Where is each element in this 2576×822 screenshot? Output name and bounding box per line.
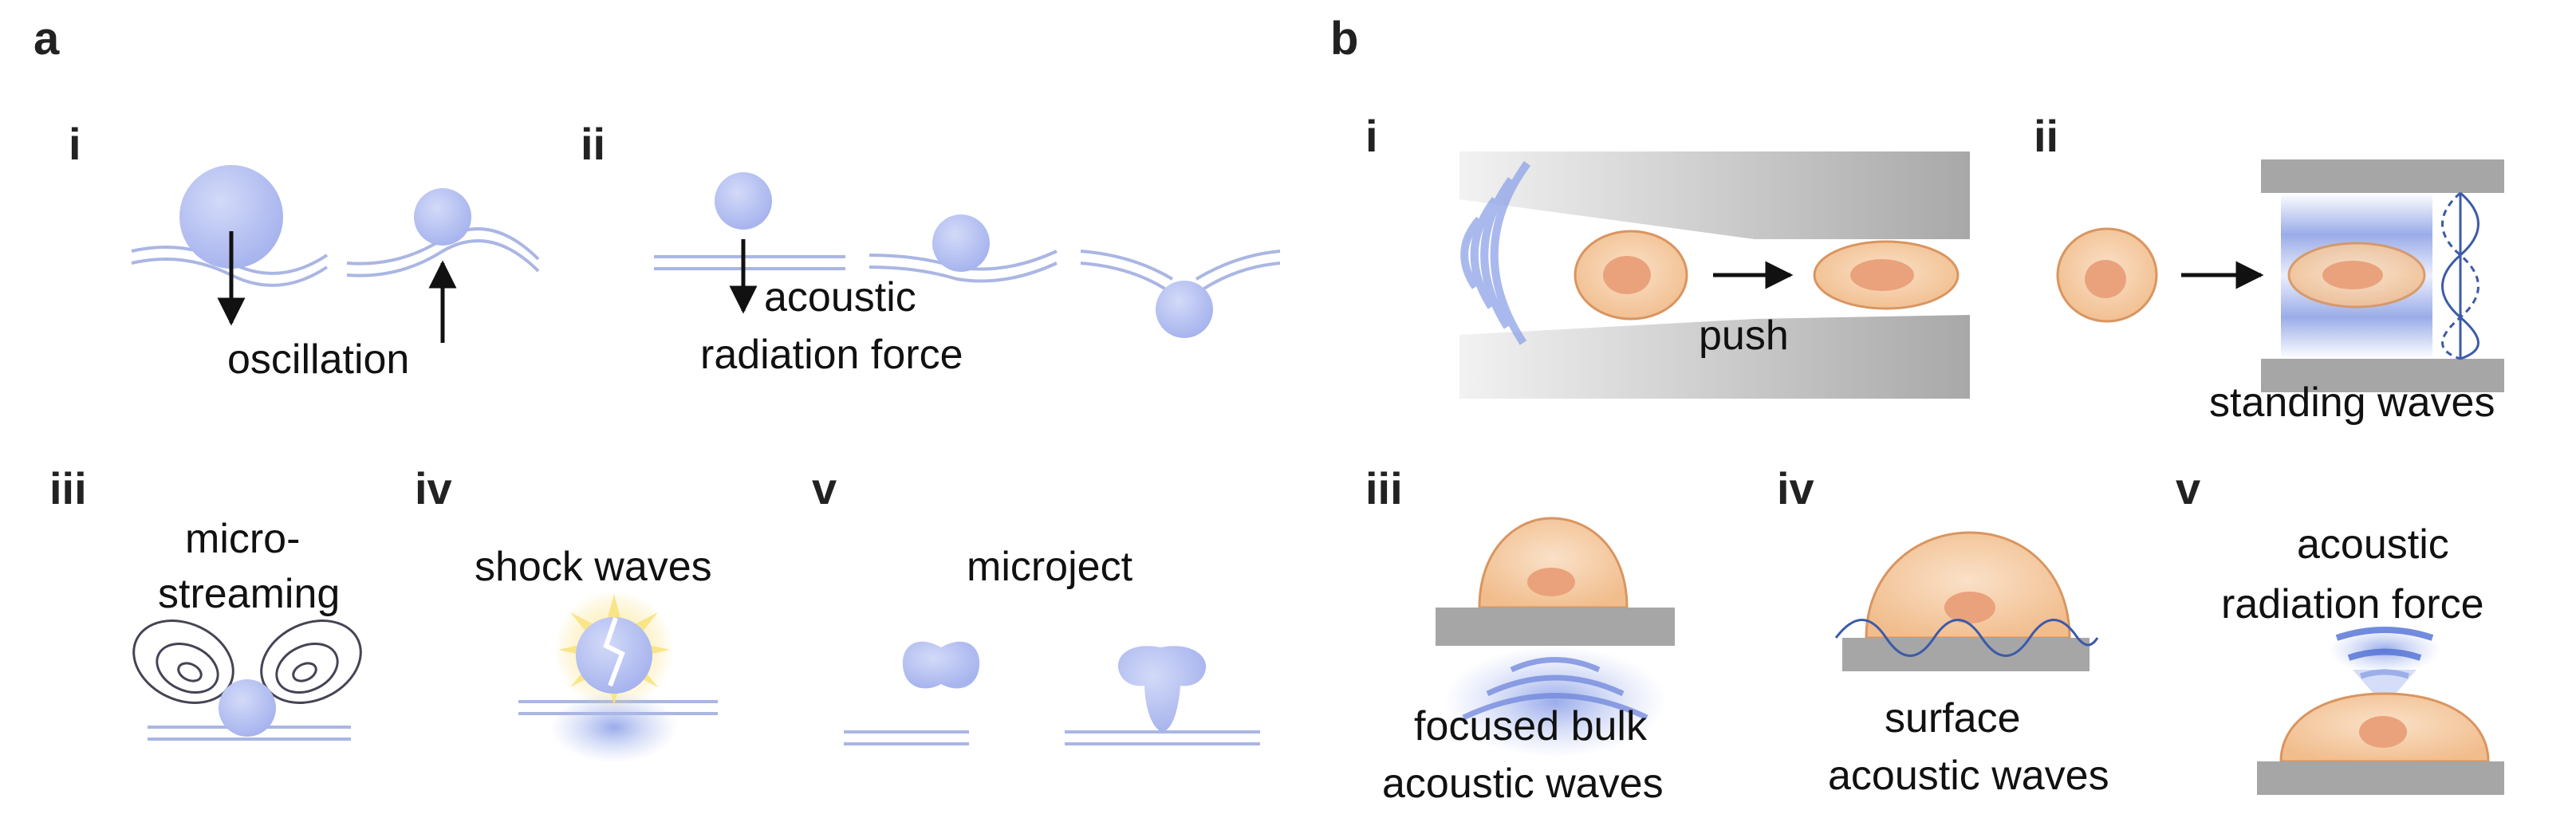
label-acoustic-waves-surface: acoustic waves [1828, 753, 2109, 799]
panel-b-i: i push [1365, 111, 1970, 399]
cell-b-v [2279, 692, 2490, 763]
cell-b-ii-2 [2287, 242, 2426, 309]
channel-top-wall [1459, 151, 1970, 239]
panel-b-i-numeral: i [1365, 111, 1378, 161]
panel-a-iv-numeral: iv [415, 463, 452, 513]
panel-a-v-numeral: v [812, 463, 837, 513]
panel-a-v: v microject [812, 463, 1260, 745]
label-radiation-force: radiation force [700, 332, 963, 378]
panel-a-ii: ii acoustic radiation force [581, 119, 1281, 378]
panel-b-v-numeral: v [2176, 463, 2200, 513]
wave-source-icon [1460, 161, 1531, 345]
bubble-v-jet [1117, 646, 1207, 732]
cell-b-ii-1 [2056, 227, 2158, 323]
label-oscillation: oscillation [227, 336, 409, 383]
focused-wave-glow [1444, 646, 1667, 757]
cell-b-i-1 [1574, 230, 1688, 321]
label-acoustic: acoustic [764, 274, 916, 321]
standing-wave-icon [2441, 191, 2479, 360]
panel-b-ii-numeral: ii [2034, 111, 2058, 161]
shock-glow [550, 691, 678, 763]
label-micro: micro- [185, 516, 300, 562]
label-acoustic-waves-bulk: acoustic waves [1382, 761, 1664, 807]
bubble-v-1 [902, 641, 980, 689]
bubble-large [179, 165, 283, 269]
cell-b-iv [1865, 531, 2071, 639]
panel-a-i-numeral: i [69, 119, 81, 169]
label-push: push [1699, 313, 1789, 359]
cell-b-iii [1478, 517, 1629, 609]
substrate-bottom [2261, 359, 2504, 392]
label-standing-waves: standing waves [2209, 380, 2495, 426]
label-microject: microject [967, 544, 1133, 590]
panel-b-iii: iii focused bulk acoustic waves [1365, 463, 1675, 807]
panel-b-iv-numeral: iv [1777, 463, 1814, 513]
panel-a-letter: a [33, 13, 60, 65]
panel-a-i: i oscillation [69, 119, 540, 383]
crack-icon [603, 617, 625, 687]
substrate-b-v [2257, 761, 2504, 795]
bubble-ii-3 [1156, 281, 1213, 338]
substrate-b-iii [1436, 608, 1675, 646]
panel-b-iii-numeral: iii [1365, 463, 1403, 513]
streaming-loops-icon [132, 619, 362, 704]
bubble-small [414, 188, 471, 246]
panel-a-iv: iv shock waves [415, 463, 718, 763]
panel-b-ii: ii standing waves [2034, 111, 2504, 426]
substrate-top [2261, 159, 2504, 193]
cell-b-i-2 [1813, 240, 1960, 310]
bubble-iii [219, 679, 276, 737]
label-acoustic-b-v: acoustic [2297, 521, 2449, 568]
panel-b-v: v acoustic radiation force [2176, 463, 2504, 795]
panel-b-letter: b [1330, 13, 1358, 65]
focused-beam-icon [2329, 626, 2440, 702]
channel-bottom-wall [1459, 315, 1970, 399]
membrane-a-ii-3 [1080, 250, 1281, 293]
label-radiation-force-b-v: radiation force [2221, 581, 2484, 627]
bubble-ii-2 [932, 214, 990, 272]
bubble-ii-1 [715, 172, 772, 230]
label-focused-bulk: focused bulk [1414, 703, 1648, 749]
panel-b-iv: iv surface acoustic waves [1777, 463, 2109, 799]
panel-a-ii-numeral: ii [581, 119, 605, 169]
membrane-a-v [844, 730, 1260, 745]
substrate-b-iv [1842, 638, 2090, 671]
panel-a-iii: iii micro- streaming [49, 463, 362, 741]
panel-a-iii-numeral: iii [49, 463, 87, 513]
membrane-a-ii-1 [654, 255, 845, 270]
focused-wave-icon [1462, 657, 1648, 721]
label-shock-waves: shock waves [475, 544, 712, 590]
label-surface: surface [1885, 695, 2021, 741]
bubble-iv [576, 617, 652, 694]
surface-wave-icon [1834, 619, 2099, 657]
label-streaming: streaming [158, 571, 340, 617]
